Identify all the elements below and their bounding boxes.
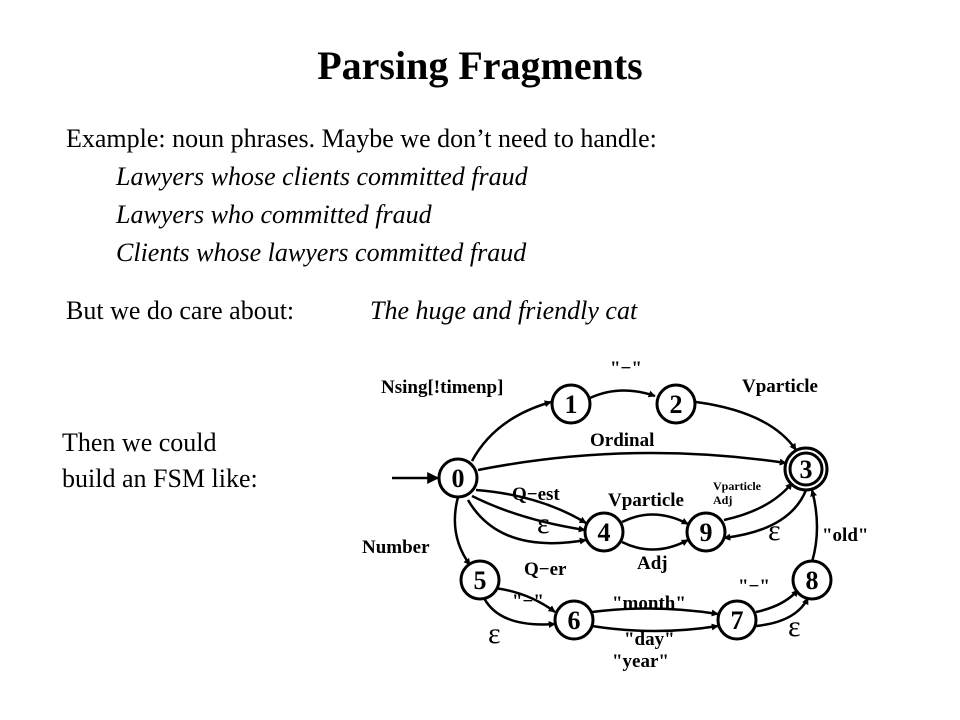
edge-label-eps-7-8: ε: [788, 610, 801, 643]
edge-5-6-hyphen: [493, 586, 556, 614]
edge-4-9-vparticle: [621, 513, 689, 526]
state-label-8: 8: [806, 566, 819, 595]
edge-7-8-eps: [755, 597, 810, 628]
edge-label-eps-5-6: ε: [488, 617, 501, 650]
edge-8-3: [810, 489, 819, 563]
edge-1-2: [589, 389, 656, 400]
edge-label-vparticle-2-3: Vparticle: [742, 376, 818, 397]
intro-text: Example: noun phrases. Maybe we don’t ne…: [66, 124, 657, 153]
state-label-6: 6: [568, 606, 581, 635]
edge-label-nsing: Nsing[!timenp]: [381, 377, 503, 398]
edge-label-hyphen-7-8: "−": [738, 576, 770, 597]
state-4: [583, 511, 625, 553]
edge-0-4-qest: [475, 488, 587, 525]
edge-label-q-est: Q−est: [512, 484, 560, 505]
state-7: [716, 599, 758, 641]
edge-label-number: Number: [362, 537, 430, 558]
fsm-caption-2: build an FSM like:: [62, 464, 258, 493]
state-label-4: 4: [598, 518, 611, 547]
edge-0-4-qer: [466, 499, 587, 545]
edge-0-4-eps: [471, 494, 586, 533]
edge-4-9-adj: [621, 538, 689, 551]
edge-label-q-er: Q−er: [524, 559, 567, 580]
edge-6-7-month: [591, 607, 719, 617]
edge-0-5: [453, 496, 472, 566]
state-6: [553, 599, 595, 641]
state-label-9: 9: [700, 518, 713, 547]
example-1: Lawyers whose clients committed fraud: [116, 162, 528, 191]
fsm-caption-1: Then we could: [62, 428, 217, 457]
state-label-3: 3: [800, 455, 813, 484]
state-label-5: 5: [474, 566, 487, 595]
edge-5-6-eps: [482, 597, 556, 628]
example-2: Lawyers who committed fraud: [116, 200, 432, 229]
edge-0-3-ordinal: [477, 451, 787, 472]
state-3: [788, 451, 824, 487]
state-label-2: 2: [670, 390, 683, 419]
edge-label-month: "month": [612, 593, 686, 614]
edge-6-7-day: [591, 623, 719, 633]
slide-title: Parsing Fragments: [317, 43, 643, 88]
state-2: [655, 383, 697, 425]
edge-3-9-eps: [723, 489, 808, 541]
state-label-0: 0: [452, 464, 465, 493]
state-0: [437, 457, 479, 499]
state-label-1: 1: [565, 390, 578, 419]
care-label: But we do care about:: [66, 296, 295, 325]
state-label-7: 7: [731, 606, 744, 635]
edge-0-1: [470, 400, 552, 462]
edge-label-eps-3-9: ε: [768, 514, 781, 547]
state-9: [685, 511, 727, 553]
edge-label-eps-0-4: ε: [537, 507, 550, 540]
state-1: [550, 383, 592, 425]
edge-label-vparticle-9-3: Vparticle: [713, 479, 762, 493]
example-3: Clients whose lawyers committed fraud: [116, 238, 527, 267]
care-example: The huge and friendly cat: [370, 296, 638, 325]
edge-label-day: "day": [624, 629, 675, 650]
edge-label-adj-9-3: Adj: [713, 493, 732, 507]
edge-label-old: "old": [822, 525, 868, 546]
edge-label-vparticle-4-9: Vparticle: [608, 490, 684, 511]
edge-label-year: "year": [612, 651, 669, 672]
edge-9-3: [723, 482, 793, 522]
edge-label-adj-4-9: Adj: [637, 553, 668, 574]
edge-label-hyphen-1-2: "−": [610, 358, 642, 379]
edge-7-8-hyphen: [755, 589, 799, 614]
state-5: [459, 559, 501, 601]
state-8: [791, 559, 833, 601]
edge-label-ordinal: Ordinal: [590, 430, 654, 451]
edge-2-3: [695, 400, 798, 451]
edge-label-hyphen-5-6: "−": [512, 591, 544, 612]
